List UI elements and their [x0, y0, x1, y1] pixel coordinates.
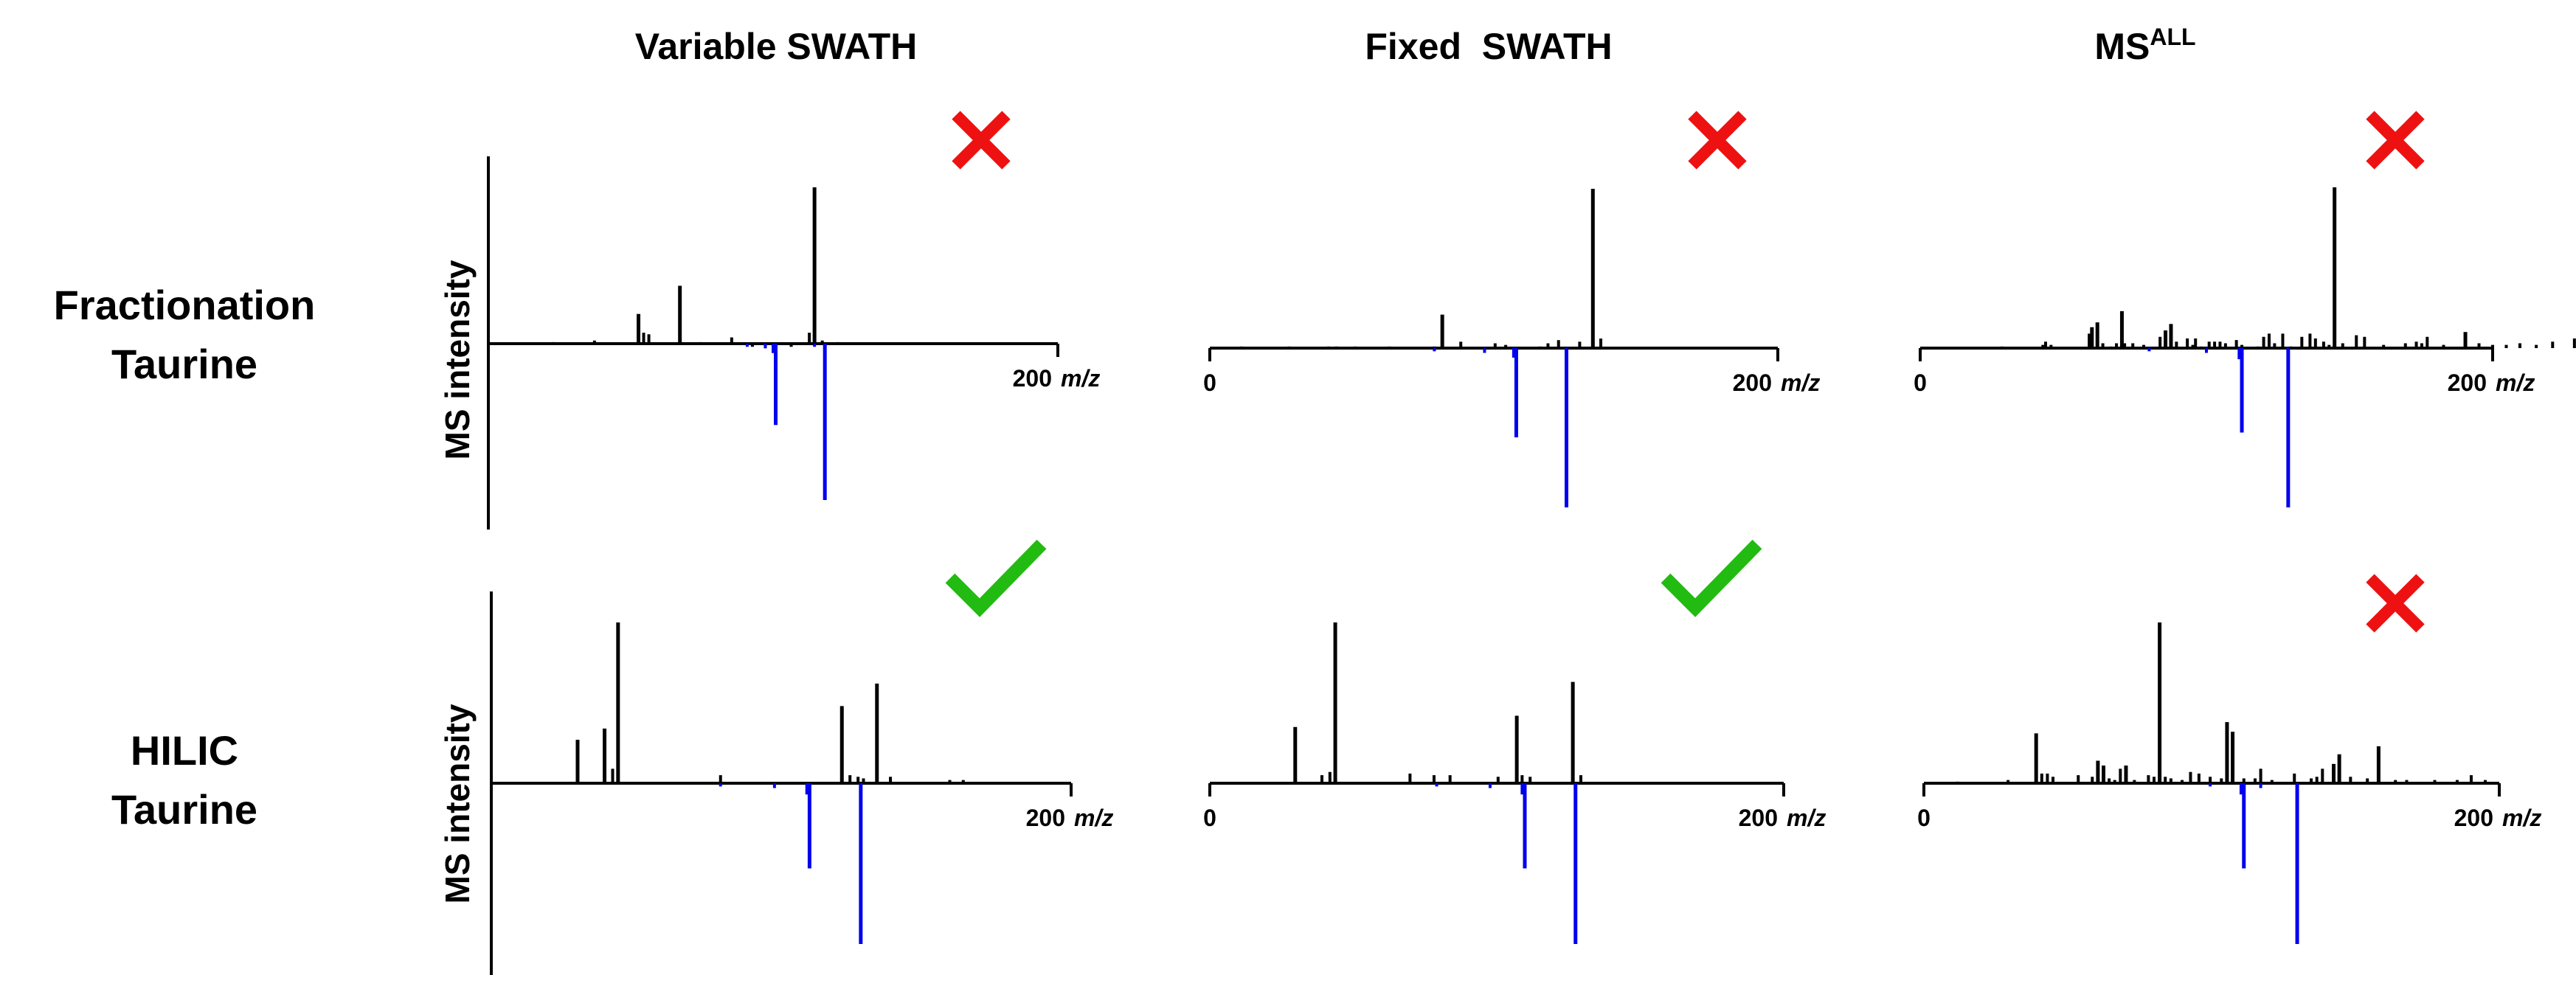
row-title-hilic: HILIC Taurine — [0, 721, 376, 839]
column-title-msall-main: MS — [2094, 26, 2150, 67]
panel-2-tick-label-end: 200 — [1733, 369, 1772, 396]
row-title-fractionation-line1: Fractionation — [53, 282, 316, 328]
panel-5-tick-label-end: 200 — [1739, 805, 1778, 831]
panel-3-tick-label-0: 0 — [1914, 369, 1927, 396]
panel-4-x-axis-label: m/z — [1074, 805, 1113, 831]
column-title-msall: MSALL — [2094, 24, 2196, 68]
panel-3-tick-label-end: 200 — [2448, 369, 2487, 396]
panel-1-x-axis-label: m/z — [1061, 365, 1100, 392]
panel-5-tick-label-0: 0 — [1203, 805, 1216, 831]
panel-2-cross-icon-stroke-2 — [1688, 111, 1747, 170]
panel-2-x-axis-label: m/z — [1781, 369, 1820, 396]
row-title-fractionation: Fractionation Taurine — [0, 276, 376, 394]
panel-5-check-icon — [1661, 539, 1762, 617]
panel-6-x-axis-label: m/z — [2502, 805, 2541, 831]
panel-6-tick-label-end: 200 — [2454, 805, 2493, 831]
column-title-variable-swath: Variable SWATH — [634, 26, 918, 67]
panel-6-cross-icon-stroke-2 — [2366, 574, 2425, 633]
column-title-msall-sup: ALL — [2150, 24, 2196, 50]
row-title-hilic-line2: Taurine — [111, 786, 258, 833]
panel-3-cross-icon-stroke-2 — [2366, 111, 2425, 170]
panel-2-tick-label-0: 0 — [1203, 369, 1216, 396]
row-title-fractionation-line2: Taurine — [111, 341, 258, 387]
panel-4-check-icon — [945, 539, 1047, 617]
row-title-hilic-line1: HILIC — [130, 727, 239, 774]
panel-1-cross-icon-stroke-2 — [952, 111, 1011, 170]
panel-1-tick-label-end: 200 — [1013, 365, 1052, 392]
column-title-fixed-swath: Fixed SWATH — [1365, 26, 1613, 67]
panel-3-x-axis-label: m/z — [2496, 369, 2535, 396]
panel-5-x-axis-label: m/z — [1787, 805, 1826, 831]
panel-6-tick-label-0: 0 — [1917, 805, 1931, 831]
panel-4-tick-label-end: 200 — [1026, 805, 1065, 831]
